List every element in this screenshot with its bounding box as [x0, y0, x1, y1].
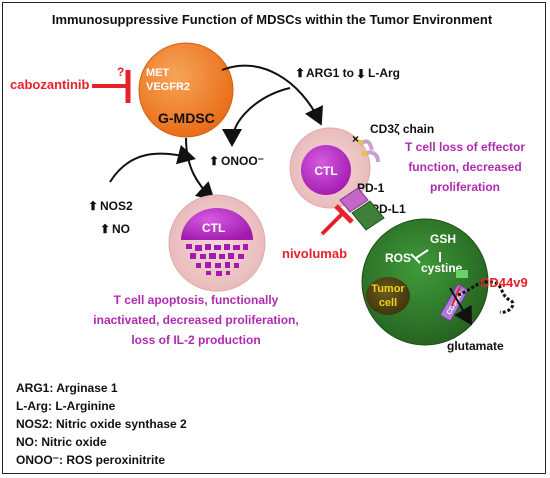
- mdsc-to-apoptotic-ctl-arrow: [185, 137, 215, 201]
- glutamate-label: glutamate: [447, 339, 504, 353]
- cystine-label: cystine: [421, 261, 463, 275]
- legend-onoo: ONOO⁻: ROS peroxinitrite: [16, 453, 165, 467]
- tumor-label-1: Tumor: [371, 283, 405, 295]
- apoptosis-line-2: inactivated, decreased proliferation,: [93, 313, 298, 327]
- larg-down-arrow: ⬇: [356, 67, 366, 81]
- legend-arg1: ARG1: Arginase 1: [16, 381, 118, 395]
- ros-label: ROS: [385, 251, 411, 265]
- nos2-up-arrow: ⬆: [88, 199, 98, 213]
- ctl-nucleus: [301, 145, 351, 195]
- figure-frame: [2, 2, 546, 474]
- gsh-to-ros-bar: [410, 253, 421, 264]
- cd3-x-mark: ×: [352, 132, 359, 146]
- larg-label: L-Arg: [368, 66, 400, 80]
- tumor-nucleus: [366, 277, 410, 315]
- nivolumab-inhibit-line: [320, 210, 346, 236]
- vegfr2-label: VEGFR2: [146, 81, 190, 93]
- cd3-label: CD3ζ chain: [370, 122, 434, 136]
- legend-nos2: NOS2: Nitric oxide synthase 2: [16, 417, 187, 431]
- gsh-to-ros-inhibit: [415, 249, 429, 259]
- apoptotic-ctl-label: CTL: [202, 221, 225, 235]
- cd44v9-chain: [457, 280, 515, 314]
- g-mdsc-label: G-MDSC: [158, 110, 215, 126]
- pd1-receptor: [339, 187, 369, 213]
- met-label: MET: [146, 67, 170, 79]
- mdsc-to-ctl-arrow: [221, 64, 324, 126]
- cd44v9-label: CD44v9: [480, 275, 528, 290]
- g-mdsc-cell: [138, 42, 234, 138]
- arg1-to-onoo-arrow: [222, 87, 291, 147]
- apoptotic-ctl-nucleus: [181, 208, 253, 240]
- question-mark: ?: [117, 65, 124, 79]
- diagram-title: Immunosuppressive Function of MDSCs with…: [52, 12, 493, 27]
- pdl1-ligand: [351, 200, 385, 231]
- apoptotic-fragments: [186, 244, 248, 276]
- apoptosis-line-1: T cell apoptosis, functionally: [114, 293, 279, 307]
- onoo-label: ONOO⁻: [221, 154, 264, 168]
- effector-line-3: proliferation: [430, 180, 500, 194]
- arg1-up-arrow: ⬆: [295, 66, 305, 80]
- legend-larg: L-Arg: L-Arginine: [16, 399, 116, 413]
- cd3-zeta-receptor: [358, 139, 380, 163]
- pd1-label: PD-1: [357, 181, 385, 195]
- nivolumab-inhibit-bar: [334, 204, 354, 224]
- gsh-label: GSH: [430, 232, 456, 246]
- legend-no: NO: Nitric oxide: [16, 435, 107, 449]
- cabozantinib-label: cabozantinib: [10, 77, 90, 92]
- no-up-arrow: ⬆: [100, 222, 110, 236]
- no-label: NO: [112, 222, 130, 236]
- tumor-label-2: cell: [379, 297, 397, 309]
- apoptosis-line-3: loss of IL-2 production: [131, 333, 260, 347]
- effector-line-2: function, decreased: [408, 160, 521, 174]
- arg1-label: ARG1 to: [306, 66, 354, 80]
- ctl-label: CTL: [314, 164, 337, 178]
- xct-transporter: [456, 270, 468, 278]
- nos2-to-onoo-arrow: [109, 144, 196, 183]
- onoo-up-arrow: ⬆: [209, 154, 219, 168]
- effector-line-1: T cell loss of effector: [405, 140, 525, 154]
- glutamate-efflux-arrow: [449, 287, 473, 326]
- nos2-label: NOS2: [100, 199, 133, 213]
- nivolumab-label: nivolumab: [282, 246, 347, 261]
